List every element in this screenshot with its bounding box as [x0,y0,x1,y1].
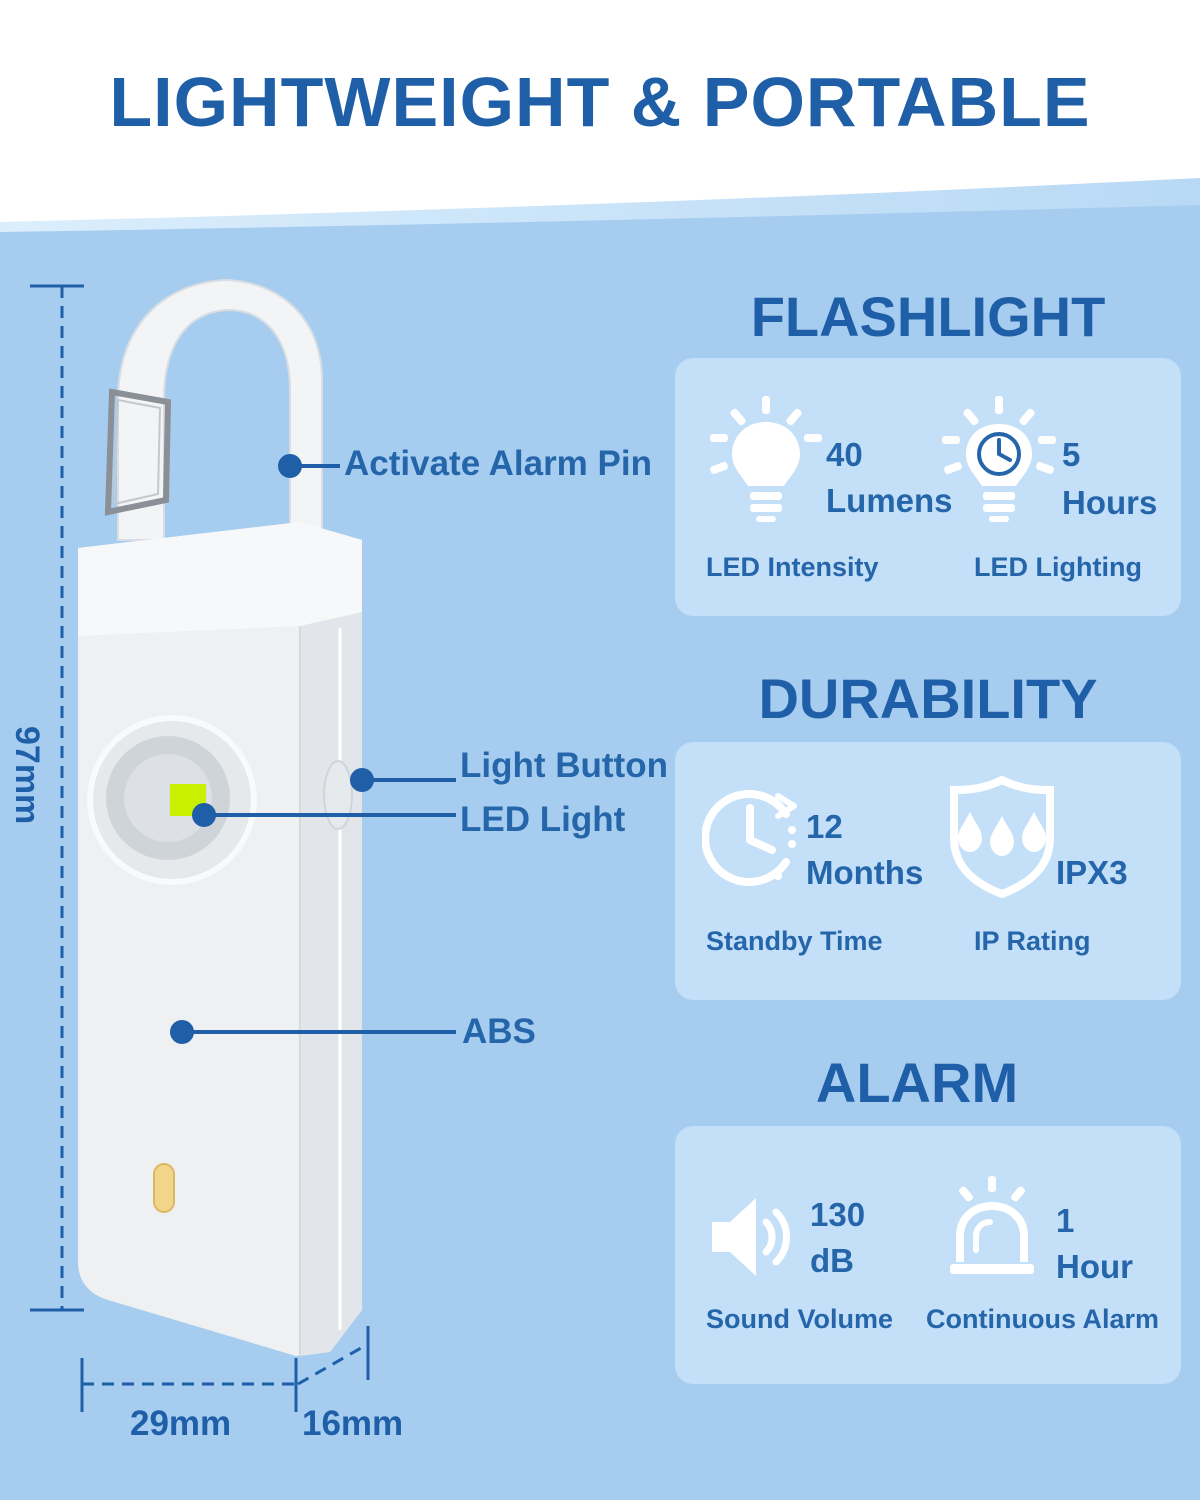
lumens-value: 40 [826,436,863,473]
alarm-pin-label: Activate Alarm Pin [344,444,652,483]
light-button-label: Light Button [460,746,668,785]
standby-unit: Months [806,854,924,891]
water-shield-icon [950,776,1054,898]
siren-icon [950,1176,1034,1274]
continuous-alarm-caption: Continuous Alarm [926,1304,1159,1334]
standby-value: 12 [806,808,843,845]
height-dimension-label: 97mm [8,726,46,825]
alarm-title: ALARM [815,1051,1019,1114]
width-dimension-line [80,1326,370,1412]
page-title: LIGHTWEIGHT & PORTABLE [109,63,1091,141]
standby-time-caption: Standby Time [706,926,883,956]
abs-label: ABS [462,1012,536,1051]
device-body [78,522,362,1356]
ip-rating-caption: IP Rating [974,926,1091,956]
lighting-hours-unit: Hours [1062,484,1158,521]
led-intensity-caption: LED Intensity [706,552,879,582]
flashlight-panel [675,358,1181,616]
depth-dimension-label: 16mm [302,1404,404,1443]
flashlight-title: FLASHLIGHT [750,285,1106,348]
durability-title: DURABILITY [758,667,1098,730]
indicator-light [153,1163,175,1213]
led-lighting-caption: LED Lighting [974,552,1142,582]
callout-led-light [192,803,456,827]
alarm-panel [675,1126,1181,1384]
width-dimension-label: 29mm [130,1404,232,1443]
height-dimension-line [30,284,84,1312]
durability-panel [675,742,1181,1000]
sound-volume-caption: Sound Volume [706,1304,893,1334]
header-background [0,0,1200,240]
speaker-icon [712,1198,790,1276]
ip-rating-value: IPX3 [1056,854,1128,891]
alarm-duration-value: 1 [1056,1202,1075,1239]
alarm-duration-unit: Hour [1056,1248,1133,1285]
lighting-hours-value: 5 [1062,436,1081,473]
sound-volume-value: 130 [810,1196,866,1233]
clock-bulb-icon [942,396,1056,522]
callout-abs [170,1020,456,1044]
callout-alarm-pin [278,454,340,478]
lumens-unit: Lumens [826,482,953,519]
standby-clock-icon [702,790,797,886]
device-illustration [30,278,456,1412]
light-button-shape [323,760,353,830]
light-bulb-icon [710,396,822,522]
carabiner-hook [104,278,323,541]
sound-volume-unit: dB [810,1242,854,1279]
callout-light-button [350,768,456,792]
led-light-label: LED Light [460,800,626,839]
